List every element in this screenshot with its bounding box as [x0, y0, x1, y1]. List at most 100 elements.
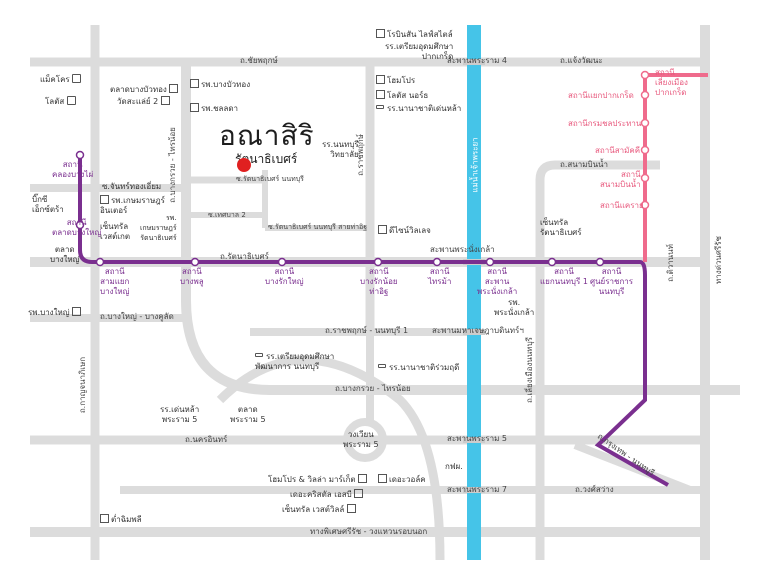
hospital-icon: [190, 103, 199, 112]
station-bang-rak-yai: [277, 257, 287, 267]
shop-icon: [66, 96, 76, 105]
road-label-soi-thetsaban2: ซ.เทศบาล 2: [208, 211, 246, 219]
purple-station-label-5: สถานี บางรักใหญ่: [265, 267, 304, 286]
poi-the-walk: เดอะวอล์ค: [378, 474, 426, 485]
station-bang-rak-noi: [373, 257, 383, 267]
poi-label: ต่ำฉิมพลี: [111, 515, 142, 524]
poi-label: เซ็นทรัล เวสต์เกต: [100, 222, 131, 241]
station-phra-nang-klao: [485, 257, 495, 267]
purple-line: [78, 155, 669, 487]
station-sanambinnam: [640, 173, 650, 183]
poi-label: รร.นานาชาติร่วมฤดี: [389, 363, 460, 372]
poi-rp-phranangklao: รพ. พระนั่งเกล้า: [494, 298, 534, 318]
poi-talat-rama5: ตลาด พระราม 5: [230, 405, 266, 425]
purple-station-label-1: สถานี คลองบางไผ่: [52, 160, 94, 179]
road-label-bangkruai-sainoi-v: ถ.บางกรวย - ไทรน้อย: [167, 127, 177, 203]
poi-label: รร.เตรียมอุดมศึกษา ปากเกร็ด: [385, 42, 454, 61]
road-label-samakkhi: ถ.เลี่ยงเมืองนนทบุรี: [524, 337, 534, 403]
shop-icon: [346, 504, 356, 513]
bridge-label-phranangklao: สะพานพระนั่งเกล้า: [430, 245, 495, 254]
poi-lotus-north: โลตัส นอร์ธ: [376, 90, 428, 101]
market-icon: [169, 84, 179, 93]
chaophraya-river: [467, 25, 481, 560]
station-talat-bangyai: [75, 220, 85, 230]
road-bangkruai: [181, 58, 740, 395]
poi-crystal: เดอะคริสตัล เอสบี: [290, 489, 365, 500]
station-chonlaprathan: [640, 118, 650, 128]
poi-label: เซ็นทรัล รัตนาธิเบศร์: [540, 218, 582, 237]
purple-station-label-7: สถานี ไทรม้า: [428, 267, 452, 286]
purple-station-label-2: สถานี ตลาดบางใหญ่: [52, 218, 102, 237]
river-label: แม่น้ำเจ้าพระยา: [470, 137, 480, 193]
poi-label: รพ.บางบัวทอง: [201, 80, 251, 89]
purple-station-label-4: สถานี บางพลู: [180, 267, 204, 286]
station-bangphlu: [190, 257, 200, 267]
poi-label: รร.นนทบุรี วิทยาลัย: [322, 140, 359, 159]
poi-label: ตลาด พระราม 5: [230, 405, 266, 424]
project-location-pin: [237, 158, 251, 172]
poi-label: รพ.บางใหญ่: [28, 308, 70, 317]
pink-station-label-2: สถานีแยกปากเกร็ด: [568, 91, 634, 100]
poi-mackro: แม็คโคร: [40, 74, 83, 85]
poi-wat-sanoi: วัดสะแล่ย์ 2: [117, 96, 172, 107]
road-samakkhi: [535, 160, 660, 560]
road-label-soi-ratanathibet: ซ.รัตนาธิเบศร์ นนทบุรี: [236, 175, 304, 183]
poi-central-westgate: เซ็นทรัล เวสต์เกต: [100, 222, 130, 242]
road-krungthep-nonthaburi: [573, 441, 692, 494]
poi-robinson: โรบินสัน ไลฟ์สไตล์: [376, 29, 453, 40]
poi-rp-bangyai: รพ.บางใหญ่: [28, 307, 83, 318]
purple-station-label-9: สถานี แยกนนทบุรี 1: [540, 267, 588, 286]
poi-label: ดีไซน์วิลเลจ: [389, 226, 431, 235]
pink-station-label-6: สถานีแคราย: [600, 201, 644, 210]
poi-label: รร.เตรียมอุดมศึกษา พัฒนาการ นนทบุรี: [255, 352, 335, 371]
road-label-soi-ratanathibet-sai: ซ.รัตนาธิเบศร์ นนทบุรี สายท่าอิฐ: [268, 223, 368, 231]
poi-label: ตลาดบางบัวทอง: [110, 85, 167, 94]
poi-central-rattanathibet: เซ็นทรัล รัตนาธิเบศร์: [540, 218, 582, 238]
poi-homepro: โฮมโปร: [376, 75, 415, 86]
pink-station-label-3: สถานีกรมชลประทาน: [568, 119, 642, 128]
poi-label: เดอะคริสตัล เอสบี: [290, 490, 352, 499]
poi-kfw: กฟผ.: [445, 462, 463, 472]
bridge-label-rama7: สะพานพระราม 7: [447, 485, 507, 494]
road-label-nakhonin: ถ.นครอินทร์: [185, 435, 228, 444]
poi-label: เดอะวอล์ค: [389, 475, 426, 484]
shop-icon: [376, 75, 385, 84]
road-label-jaengwattana: ถ.แจ้งวัฒนะ: [560, 56, 603, 65]
project-title: อณาสิริ: [219, 119, 315, 152]
poi-lotus-l: โลตัส: [45, 96, 78, 107]
poi-label: โลตัส: [45, 97, 65, 106]
road-label-expressway: ทางด่วนศรีรัช: [713, 236, 723, 284]
shop-icon: [358, 474, 368, 483]
station-government-center: [595, 257, 605, 267]
poi-rp-bangbuathong: รพ.บางบัวทอง: [190, 79, 251, 90]
temple-icon: [160, 96, 170, 105]
poi-triam-pakkret: รร.เตรียมอุดมศึกษา ปากเกร็ด: [385, 42, 453, 62]
road-label-sanambinnam: ถ.สนามบินน้ำ: [560, 160, 609, 169]
poi-label: เซ็นทรัล เวสต์วิลล์: [282, 505, 345, 514]
poi-design-village: ดีไซน์วิลเลจ: [378, 225, 431, 236]
shop-icon: [378, 225, 387, 234]
poi-label: ตลาด บางใหญ่: [50, 245, 80, 264]
road-label-chaiyaphruek: ถ.ชัยพฤกษ์: [240, 56, 278, 65]
road-label-outer-ring: ทางพิเศษศรีรัช - วงแหวนรอบนอก: [310, 527, 428, 536]
shopping-icon: [376, 29, 385, 38]
road-label-bangkruai-sainoi-h: ถ.บางกรวย - ไทรน้อย: [335, 384, 411, 393]
station-klong-bangphai: [75, 150, 85, 160]
poi-label: โรบินสัน ไลฟ์สไตล์: [387, 30, 453, 39]
poi-homepro-villa: โฮมโปร & วิลล่า มาร์เก็ต: [268, 474, 369, 485]
poi-label: รร.เด่นหล้า พระราม 5: [160, 405, 200, 424]
shop-icon: [72, 74, 82, 83]
school-icon: [378, 362, 387, 371]
poi-label: รร.นานาชาติเด่นหล้า: [387, 104, 462, 113]
school-icon: [376, 103, 385, 112]
station-samakkhi: [640, 145, 650, 155]
poi-label: รพ.ชลลดา: [201, 104, 239, 113]
poi-rr-nanachat: รร.นานาชาติร่วมฤดี: [378, 363, 459, 373]
purple-station-label-10: สถานี ศูนย์ราชการ นนทบุรี: [590, 267, 634, 296]
poi-jantrathongiam: ซ.จันทร์ทองเอี่ยม: [102, 182, 162, 191]
poi-label: กฟผ.: [445, 462, 463, 471]
station-sai-ma: [432, 257, 442, 267]
purple-station-label-6: สถานี บางรักน้อย ท่าอิฐ: [360, 267, 398, 296]
poi-label: บิ๊กซี เอ็กซ์ตร้า: [32, 195, 64, 214]
bridge-rama4: [463, 59, 485, 65]
